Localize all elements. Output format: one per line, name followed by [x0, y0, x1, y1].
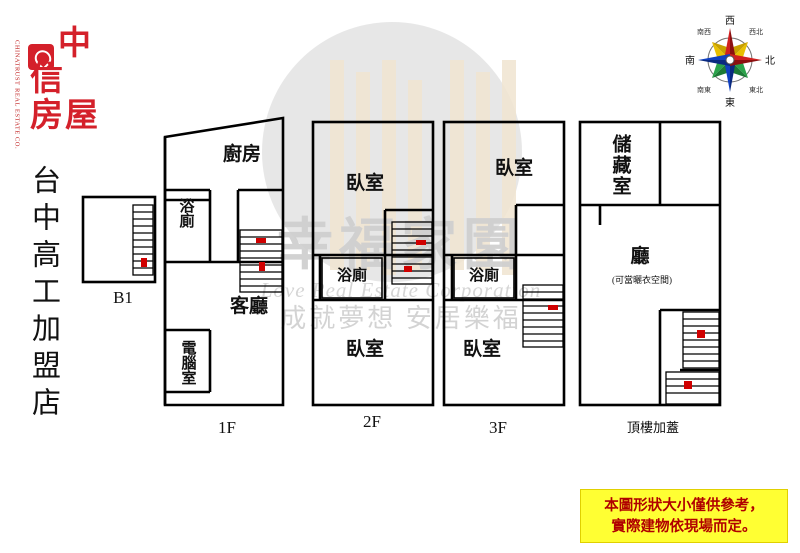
logo-side-text-top: CHINATRUST [13, 40, 21, 86]
svg-text:西北: 西北 [749, 28, 763, 36]
house-logo-icon [28, 44, 54, 70]
floor-label-2f: 2F [363, 412, 381, 431]
disclaimer-line1: 本圖形狀大小僅供參考， [604, 498, 764, 514]
room-label-bed-2f-up: 臥室 [345, 173, 384, 194]
room-label-living: 客廳 [229, 296, 268, 317]
svg-text:南西: 南西 [697, 27, 711, 36]
room-label-storage: 儲藏室 [600, 134, 640, 202]
floor-label-1f: 1F [218, 418, 236, 437]
room-label-bath-2f: 浴廁 [336, 268, 367, 284]
svg-text:東北: 東北 [749, 85, 763, 94]
room-label-computer-text: 電腦室 [179, 340, 196, 385]
logo-char-2: 信 [30, 62, 64, 98]
compass-rose-icon: 西 北 東 南 南西 西北 東北 南東 [685, 16, 775, 108]
room-label-bath-1f-text: 浴廁 [177, 198, 194, 228]
disclaimer-note: 本圖形狀大小僅供參考， 實際建物依現場而定。 [580, 489, 788, 543]
room-label-hall-note: (可當曬衣空間) [612, 275, 672, 285]
logo-side-text-bottom: REAL ESTATE CO. [13, 88, 21, 150]
disclaimer-line2: 實際建物依現場而定。 [611, 519, 757, 535]
svg-text:南東: 南東 [697, 85, 711, 94]
room-label-bath-1f: 浴廁 [174, 198, 196, 233]
svg-text:東: 東 [725, 96, 735, 108]
svg-text:南: 南 [685, 54, 695, 67]
room-label-bath-3f: 浴廁 [468, 268, 499, 284]
room-label-hall: 廳 [630, 246, 650, 267]
floor-label-3f: 3F [489, 418, 507, 437]
floor-label-rooftop: 頂樓加蓋 [626, 420, 679, 435]
room-label-kitchen: 廚房 [222, 144, 261, 165]
room-label-bed-3f-down: 臥室 [462, 339, 501, 360]
store-name: 台中高工加盟店 [20, 165, 66, 434]
room-label-bed-3f-up: 臥室 [494, 158, 533, 179]
store-name-text: 台中高工加盟店 [27, 165, 60, 424]
logo-side-text: CHINATRUST REAL ESTATE CO. [10, 40, 24, 153]
svg-text:北: 北 [765, 55, 775, 67]
room-label-bed-2f-down: 臥室 [345, 339, 384, 360]
logo-characters: 中 信 房屋 [30, 26, 110, 134]
logo-char-3: 房屋 [30, 98, 100, 134]
svg-text:西: 西 [725, 16, 735, 27]
logo-char-1: 中 [58, 26, 92, 62]
floor-label-b1: B1 [113, 288, 133, 307]
room-label-storage-text: 儲藏室 [609, 134, 631, 197]
company-logo: CHINATRUST REAL ESTATE CO. 中 信 房屋 [10, 22, 110, 172]
room-label-computer: 電腦室 [175, 340, 199, 390]
